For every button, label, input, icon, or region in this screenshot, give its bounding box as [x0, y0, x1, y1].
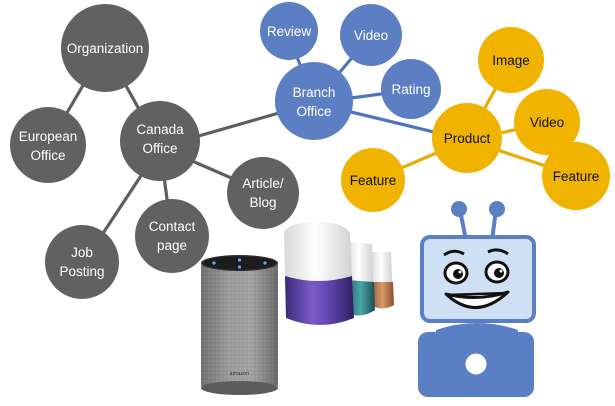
node-review-label: Review — [267, 24, 312, 39]
node-european-office: European Office — [10, 107, 86, 183]
robot-eyebrow-left — [443, 249, 465, 257]
node-feature-left-label: Feature — [350, 173, 397, 188]
robot-head — [420, 235, 536, 323]
node-feature-left: Feature — [341, 148, 405, 212]
node-article-blog-line1: Article/ — [242, 176, 284, 191]
node-image: Image — [478, 27, 544, 93]
node-european-office-line1: European — [19, 129, 78, 144]
node-branch-office: Branch Office — [275, 62, 353, 140]
node-rating: Rating — [381, 59, 441, 119]
node-article-blog: Article/ Blog — [227, 157, 299, 229]
node-video-yellow: Video — [514, 89, 580, 155]
node-rating-label: Rating — [391, 82, 430, 97]
speaker-copper — [371, 252, 394, 309]
node-branch-office-line1: Branch — [293, 85, 336, 100]
node-contact-page-line1: Contact — [149, 219, 196, 234]
node-feature-right-label: Feature — [553, 169, 600, 184]
robot-antenna-left — [451, 201, 467, 217]
node-job-posting: Job Posting — [45, 225, 119, 299]
node-image-label: Image — [492, 53, 530, 68]
node-article-blog-line2: Blog — [249, 195, 276, 210]
node-product: Product — [432, 103, 502, 173]
robot-eyebrow-right — [487, 248, 509, 256]
node-canada-office-line1: Canada — [136, 122, 184, 137]
node-canada-office-line2: Office — [142, 141, 177, 156]
speaker-purple — [284, 222, 354, 325]
node-job-posting-line2: Posting — [59, 264, 104, 279]
echo-light-dot — [212, 261, 216, 265]
node-organization-label: Organization — [67, 41, 144, 56]
speaker-teal — [346, 242, 375, 316]
node-contact-page-line2: page — [157, 238, 187, 253]
echo-light-dot — [237, 265, 242, 269]
node-review: Review — [260, 2, 318, 60]
echo-light-dot — [237, 258, 242, 262]
node-organization: Organization — [61, 4, 149, 92]
node-branch-office-line2: Office — [296, 104, 331, 119]
robot-mouth — [444, 290, 510, 309]
node-video-yellow-label: Video — [530, 115, 564, 130]
robot-illustration — [418, 201, 536, 397]
node-canada-office: Canada Office — [120, 101, 200, 181]
robot-body-button — [465, 353, 487, 375]
google-home-speakers — [284, 222, 394, 325]
node-feature-right: Feature — [542, 142, 610, 210]
node-product-label: Product — [444, 131, 491, 146]
node-european-office-line2: Office — [30, 148, 65, 163]
robot-antenna-right — [489, 201, 505, 217]
node-job-posting-line1: Job — [71, 245, 93, 260]
node-contact-page: Contact page — [135, 199, 209, 273]
node-video-blue-label: Video — [354, 28, 388, 43]
speaker-brand-logo: amazon — [230, 371, 250, 377]
amazon-echo-speaker: amazon — [201, 255, 278, 395]
node-video-blue: Video — [340, 4, 402, 66]
echo-light-dot — [263, 261, 267, 265]
